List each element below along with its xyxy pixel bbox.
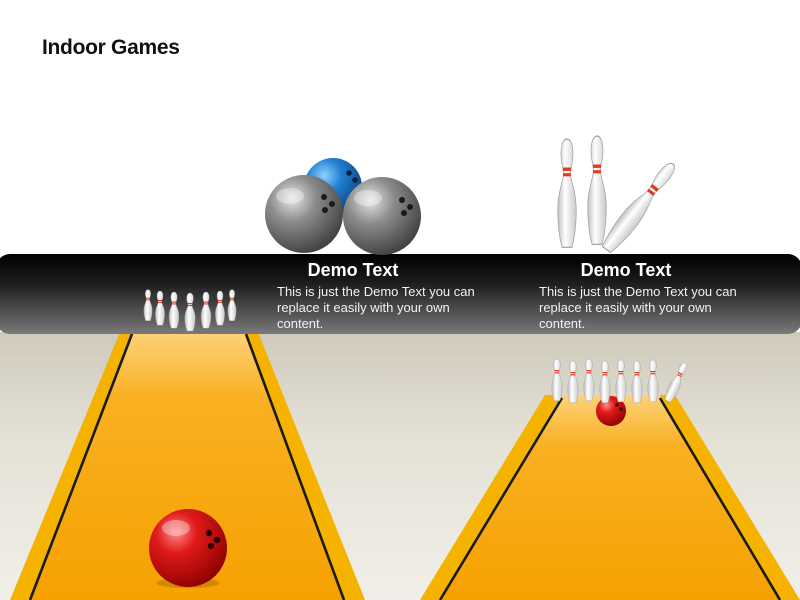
bowling-pins-left xyxy=(143,289,237,332)
demo-body-1: This is just the Demo Text you can repla… xyxy=(277,284,475,331)
demo-text-block-1: Demo Text This is just the Demo Text you… xyxy=(277,259,477,332)
demo-heading-1: Demo Text xyxy=(307,260,399,280)
bowling-pins-right xyxy=(551,358,691,404)
demo-body-2: This is just the Demo Text you can repla… xyxy=(539,284,737,331)
bowling-pin-icon xyxy=(586,134,608,246)
bowling-ball-icon xyxy=(149,509,227,588)
bowling-pin-icon xyxy=(556,137,578,249)
bowling-lane-icon xyxy=(10,332,365,600)
bowling-ball-icon xyxy=(265,175,343,253)
bowling-lane-icon xyxy=(420,395,800,600)
demo-heading-2: Demo Text xyxy=(580,260,672,280)
bowling-pin-icon xyxy=(597,157,682,257)
text-band xyxy=(0,254,800,334)
bowling-pins-large xyxy=(556,134,682,257)
demo-text-block-2: Demo Text This is just the Demo Text you… xyxy=(539,259,739,332)
bowling-ball-icon xyxy=(343,177,421,255)
page-title: Indoor Games xyxy=(42,36,180,59)
bowling-ball-icon xyxy=(596,396,626,426)
bowling-balls-group xyxy=(265,158,421,255)
